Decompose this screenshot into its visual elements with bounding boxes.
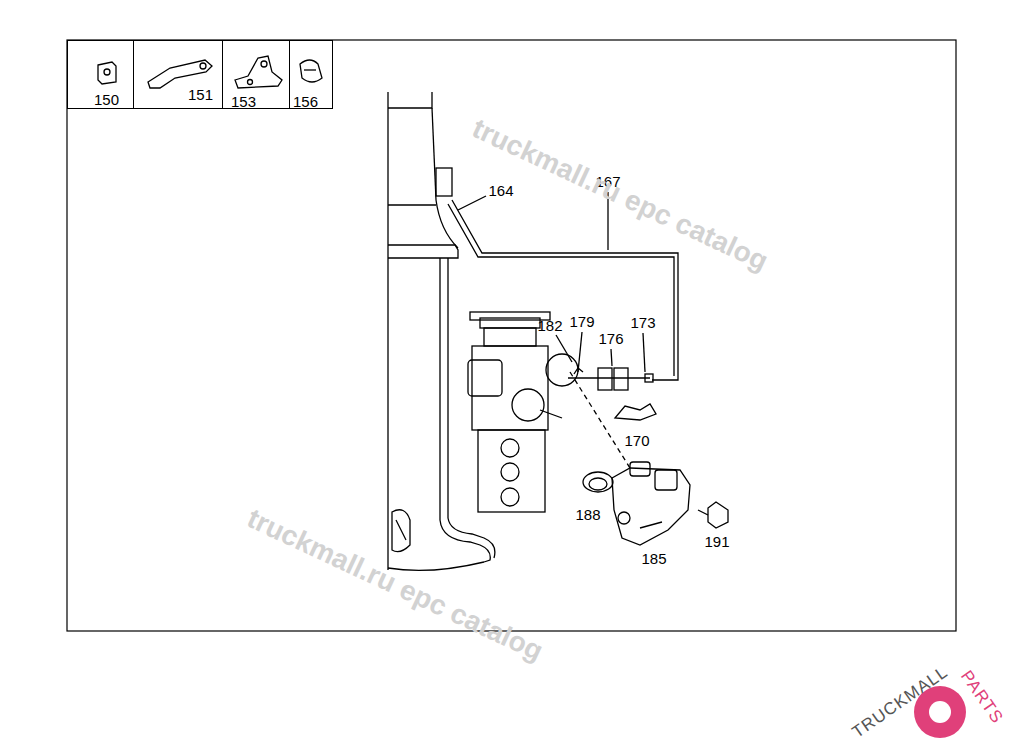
part-number: 156	[293, 94, 318, 109]
part-number: 151	[188, 87, 213, 102]
wiring-drawing	[448, 200, 728, 545]
watermark: truckmall.ru epc catalog	[468, 114, 772, 276]
part-number: 153	[231, 94, 256, 109]
callout-number: 191	[704, 534, 729, 549]
callout-number: 164	[488, 183, 513, 198]
thumbnail-cell: 151	[133, 40, 223, 109]
housing-drawing	[388, 92, 495, 570]
callout-number: 182	[537, 318, 562, 333]
callout-number: 176	[598, 331, 623, 346]
callout-number: 173	[630, 315, 655, 330]
part-number: 150	[94, 92, 119, 107]
callout-number: 188	[575, 507, 600, 522]
valve-drawing	[468, 312, 578, 512]
leader-lines	[458, 192, 645, 372]
thumbnail-cell: 153	[222, 40, 290, 109]
thumbnail-cell: 150	[67, 40, 134, 109]
thumbnail-cell: 156	[289, 40, 333, 109]
callout-number: 170	[624, 433, 649, 448]
callout-number: 185	[641, 551, 666, 566]
callout-number: 179	[569, 314, 594, 329]
watermark: truckmall.ru epc catalog	[243, 504, 547, 666]
frame	[67, 40, 956, 631]
